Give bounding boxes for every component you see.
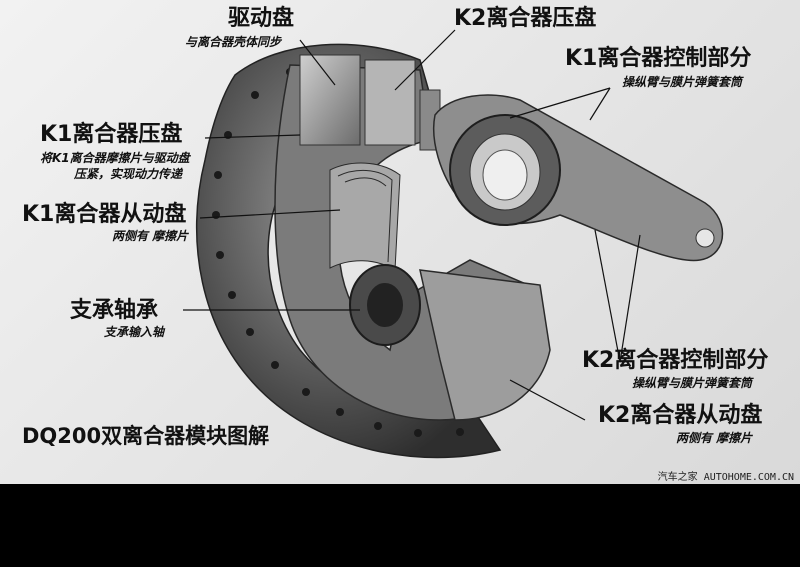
k1-control-sub: 操纵臂与膜片弹簧套筒: [622, 75, 743, 89]
k2-driven-segment: [419, 269, 551, 421]
drive-plate-title: 驱动盘: [228, 6, 295, 31]
figure-title: DQ200双离合器模块图解: [22, 424, 270, 448]
friction-discs: [329, 162, 401, 271]
k2-control-title: K2离合器控制部分: [582, 348, 769, 373]
k1-pressure-plate-title: K1离合器压盘: [40, 122, 183, 147]
clutch-illustration: [183, 29, 724, 459]
support-bearing-sub: 支承输入轴: [104, 325, 165, 339]
k2-driven-plate-sub: 两侧有 摩擦片: [676, 431, 753, 445]
diagram-canvas: 驱动盘 与离合器壳体同步 K2离合器压盘 K1离合器控制部分 操纵臂与膜片弹簧套…: [0, 0, 800, 484]
k1-driven-plate-title: K1离合器从动盘: [22, 202, 187, 227]
drive-plate-sub: 与离合器壳体同步: [185, 35, 282, 49]
k1-control-arm: [433, 94, 724, 262]
leader-lines: [183, 29, 641, 421]
bottom-black-bar: [0, 484, 800, 567]
center-hub: [349, 264, 421, 346]
k2-driven-plate-title: K2离合器从动盘: [598, 403, 763, 428]
support-bearing-title: 支承轴承: [70, 298, 159, 323]
k1-pressure-plate-sub2: 压紧，实现动力传递: [74, 167, 183, 181]
k2-control-sub: 操纵臂与膜片弹簧套筒: [632, 376, 753, 390]
k1-pressure-plate-sub1: 将K1离合器摩擦片与驱动盘: [40, 151, 190, 165]
watermark: 汽车之家 AUTOHOME.COM.CN: [657, 472, 794, 483]
k1-driven-plate-sub: 两侧有 摩擦片: [112, 229, 189, 243]
k1-control-title: K1离合器控制部分: [565, 46, 752, 71]
k2-pressure-plate-title: K2离合器压盘: [454, 6, 597, 31]
